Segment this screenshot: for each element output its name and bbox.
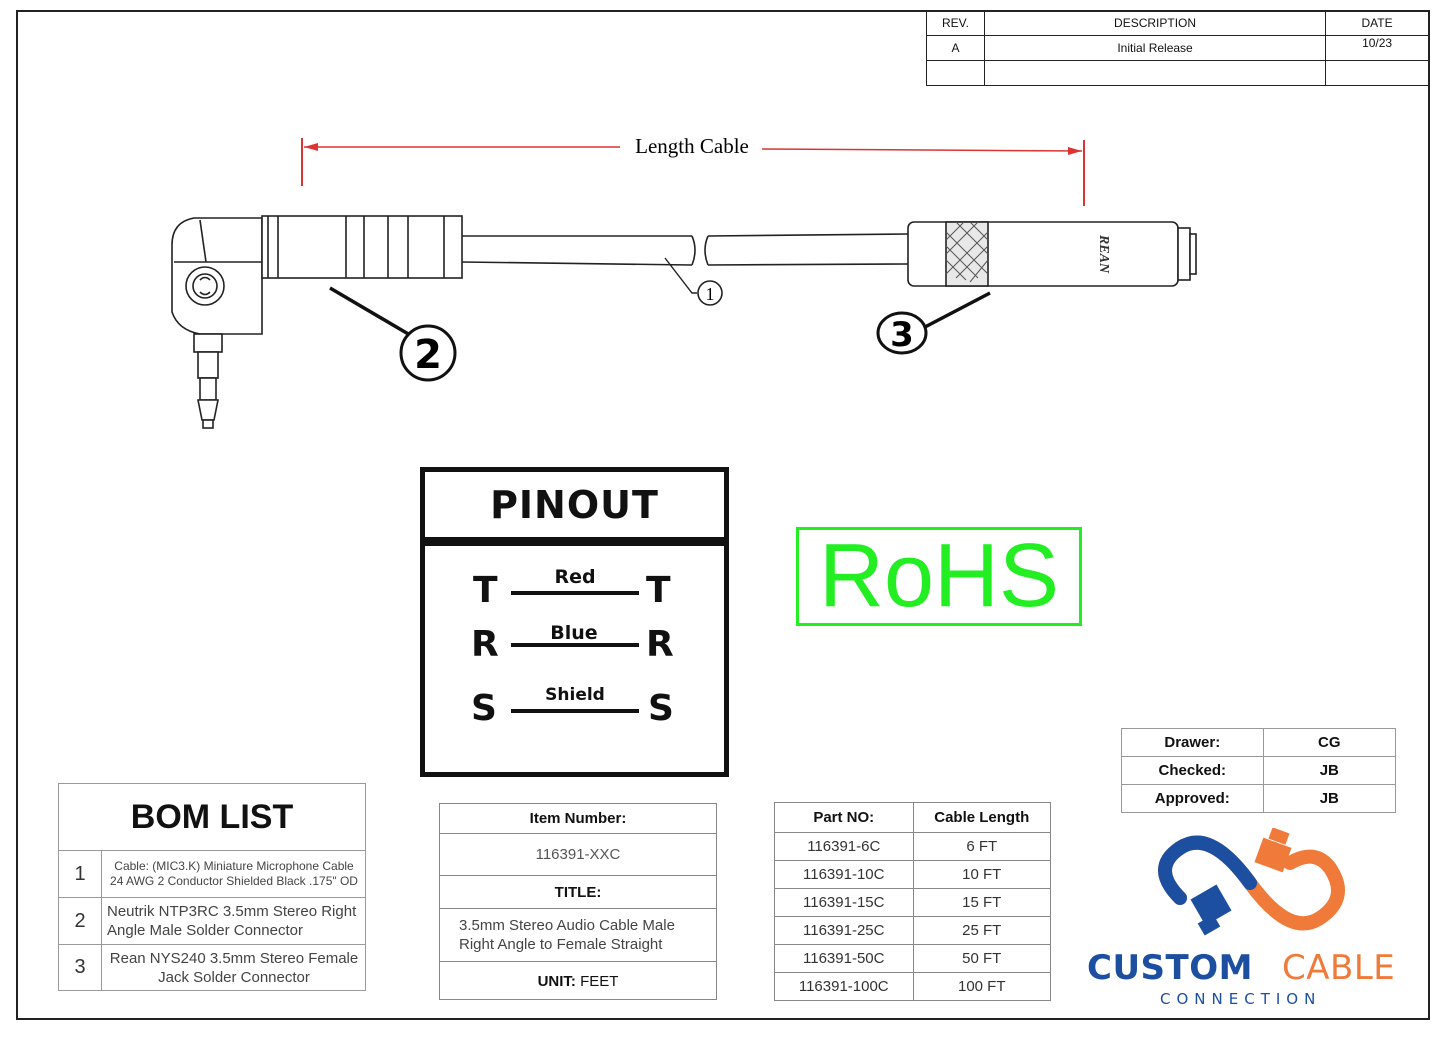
pin-wire-line xyxy=(511,591,639,595)
dimension-label: Length Cable xyxy=(635,134,749,158)
bom-item: 3 Rean NYS240 3.5mm Stereo Female Jack S… xyxy=(59,945,365,990)
logo-word-custom: CUSTOM xyxy=(1087,948,1253,988)
approved-value: JB xyxy=(1262,784,1397,813)
callout-1: 1 xyxy=(664,257,723,306)
pin-wire-shield: Shield xyxy=(545,685,605,705)
approved-label: Approved: xyxy=(1121,784,1264,813)
bom-item-number: 3 xyxy=(59,945,102,990)
date-header: DATE xyxy=(1325,10,1429,36)
signoff-table: Drawer: CG Checked: JB Approved: JB xyxy=(1121,728,1397,813)
unit-row: UNIT: FEET xyxy=(440,963,716,1000)
checked-value: JB xyxy=(1262,756,1397,785)
title-value: 3.5mm Stereo Audio Cable Male Right Angl… xyxy=(440,909,716,962)
signoff-row: Approved: JB xyxy=(1121,784,1397,813)
pin-wire-line xyxy=(511,643,639,647)
description-empty xyxy=(983,60,1327,86)
part-number: 116391-6C xyxy=(774,832,914,861)
callout-2: 2 xyxy=(329,286,457,382)
pin-wire-blue: Blue xyxy=(550,622,598,644)
revision-table: REV. DESCRIPTION DATE A Initial Release … xyxy=(926,10,1429,86)
parts-header-row: Part NO: Cable Length xyxy=(774,802,1051,833)
date-empty xyxy=(1325,60,1429,86)
item-block: Item Number: 116391-XXC TITLE: 3.5mm Ste… xyxy=(439,803,717,1000)
callout-2-label: 2 xyxy=(414,332,442,378)
part-no-header: Part NO: xyxy=(774,802,914,833)
callout-3: 3 xyxy=(876,291,991,355)
part-number: 116391-50C xyxy=(774,944,914,973)
bom-list: BOM LIST 1 Cable: (MIC3.K) Miniature Mic… xyxy=(58,783,366,991)
signoff-row: Drawer: CG xyxy=(1121,728,1397,757)
bom-item-number: 1 xyxy=(59,851,102,897)
bom-item-description: Cable: (MIC3.K) Miniature Microphone Cab… xyxy=(110,859,358,888)
right-angle-plug xyxy=(171,215,463,429)
bom-item: 2 Neutrik NTP3RC 3.5mm Stereo Right Angl… xyxy=(59,898,365,945)
bom-item-description: Rean NYS240 3.5mm Stereo Female Jack Sol… xyxy=(109,949,359,986)
callout-1-label: 1 xyxy=(706,284,715,304)
pin-left-r: R xyxy=(471,624,499,665)
callout-3-label: 3 xyxy=(890,315,914,355)
item-number-label: Item Number: xyxy=(440,804,716,834)
part-number: 116391-10C xyxy=(774,860,914,889)
cable-length: 50 FT xyxy=(912,944,1051,973)
logo-word-cable: CABLE xyxy=(1282,948,1396,988)
pin-left-t: T xyxy=(473,570,498,611)
cable-length: 15 FT xyxy=(912,888,1051,917)
logo-word-connection: CONNECTION xyxy=(1160,990,1322,1008)
pinout-box: PINOUT T Red T R Blue R S Shield S xyxy=(420,467,729,777)
part-number: 116391-25C xyxy=(774,916,914,945)
unit-value: FEET xyxy=(580,973,619,990)
item-number-value: 116391-XXC xyxy=(440,834,716,876)
pin-right-t: T xyxy=(646,570,671,611)
description-header: DESCRIPTION xyxy=(983,10,1327,36)
pinout-title: PINOUT xyxy=(425,472,724,546)
bom-item-description: Neutrik NTP3RC 3.5mm Stereo Right Angle … xyxy=(107,903,357,939)
drawer-label: Drawer: xyxy=(1121,728,1264,757)
date-value: 10/23 xyxy=(1325,35,1429,61)
custom-cable-logo-icon xyxy=(1158,828,1345,936)
cable xyxy=(461,233,909,266)
pin-left-s: S xyxy=(471,688,497,729)
cable-length-header: Cable Length xyxy=(912,802,1051,833)
revision-row: A Initial Release 10/23 xyxy=(926,35,1429,61)
pin-right-s: S xyxy=(648,688,674,729)
signoff-row: Checked: JB xyxy=(1121,756,1397,785)
dimension-line xyxy=(301,138,1085,206)
bom-item: 1 Cable: (MIC3.K) Miniature Microphone C… xyxy=(59,851,365,898)
cable-length: 10 FT xyxy=(912,860,1051,889)
pin-wire-line xyxy=(511,709,639,713)
pin-wire-red: Red xyxy=(554,566,596,588)
rohs-badge: RoHS xyxy=(796,527,1082,626)
cable-drawing: Length Cable REAN xyxy=(171,134,1197,429)
cable-length: 100 FT xyxy=(912,972,1051,1001)
part-number: 116391-15C xyxy=(774,888,914,917)
part-number: 116391-100C xyxy=(774,972,914,1001)
drawer-value: CG xyxy=(1262,728,1397,757)
title-label: TITLE: xyxy=(440,876,716,909)
drawing-frame xyxy=(16,10,1430,1020)
pin-right-r: R xyxy=(646,624,674,665)
revision-header-row: REV. DESCRIPTION DATE xyxy=(926,10,1429,36)
revision-row-empty xyxy=(926,60,1429,86)
unit-label: UNIT: xyxy=(537,973,576,990)
cable-length: 25 FT xyxy=(912,916,1051,945)
cable-length: 6 FT xyxy=(912,832,1051,861)
bom-item-number: 2 xyxy=(59,898,102,944)
female-jack xyxy=(907,221,1197,287)
rev-empty xyxy=(926,60,985,86)
checked-label: Checked: xyxy=(1121,756,1264,785)
bom-title: BOM LIST xyxy=(59,784,365,851)
jack-brand-label: REAN xyxy=(1096,234,1111,274)
